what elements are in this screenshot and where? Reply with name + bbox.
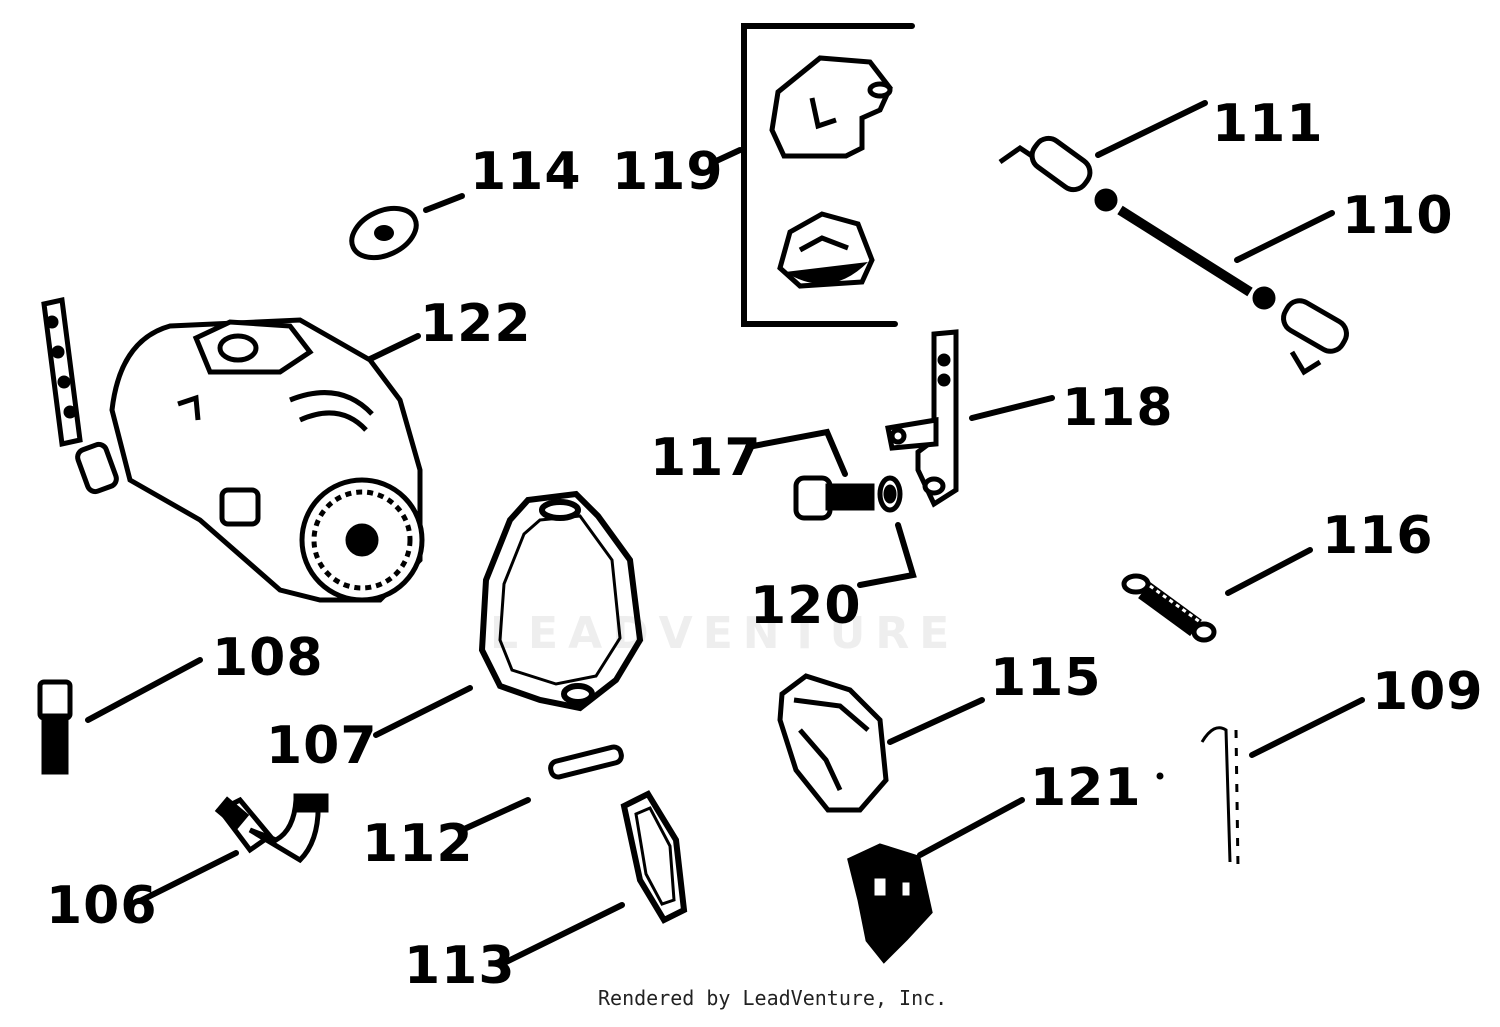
leader-122 — [365, 333, 421, 363]
leader-111 — [1095, 100, 1208, 158]
leader-lines — [85, 23, 1365, 968]
leader-106 — [139, 850, 239, 903]
leader-108 — [85, 657, 203, 723]
part-122-carburetor — [41, 296, 425, 603]
part-117-screw — [793, 475, 875, 521]
part-113-gasket — [620, 790, 688, 924]
part-119-nut — [777, 211, 875, 289]
part-112-pin — [548, 744, 624, 780]
part-114-washer — [349, 205, 419, 261]
callout-116: 116 — [1322, 506, 1434, 566]
callout-110: 110 — [1342, 186, 1454, 246]
part-107-gasket — [478, 490, 644, 712]
part-115-bowl — [777, 673, 889, 813]
callout-109: 109 — [1372, 662, 1484, 722]
leader-113 — [497, 902, 625, 968]
part-110-111-shaft — [998, 135, 1349, 376]
leader-121 — [917, 797, 1025, 858]
callout-118: 118 — [1062, 378, 1174, 438]
leader-119 — [711, 147, 743, 165]
bracket-119 — [741, 23, 915, 327]
part-106-elbow — [214, 793, 329, 864]
part-121-clip — [847, 843, 933, 964]
callout-115: 115 — [990, 648, 1102, 708]
callout-112: 112 — [362, 814, 474, 874]
callout-108: 108 — [212, 628, 324, 688]
callout-119: 119 — [612, 142, 724, 202]
leader-109 — [1249, 697, 1365, 758]
callout-106: 106 — [46, 876, 158, 936]
leader-114 — [423, 193, 465, 213]
callout-113: 113 — [404, 936, 516, 996]
part-118-lever — [885, 329, 959, 508]
leader-116 — [1225, 547, 1313, 596]
part-109-wire — [1156, 726, 1240, 869]
callout-117: 117 — [650, 428, 762, 488]
callout-121: 121 — [1030, 758, 1142, 818]
part-116-spring — [1121, 573, 1217, 643]
leader-110 — [1234, 210, 1335, 263]
callout-107: 107 — [266, 716, 378, 776]
leader-112 — [459, 797, 531, 833]
watermark-text: LEADVENTURE — [490, 608, 960, 659]
leader-118 — [969, 395, 1055, 421]
callout-111: 111 — [1212, 94, 1324, 154]
part-119-clamp — [769, 55, 893, 159]
render-credit: Rendered by LeadVenture, Inc. — [598, 986, 948, 1010]
callout-114: 114 — [470, 142, 582, 202]
part-108-fitting — [37, 679, 73, 775]
callout-122: 122 — [420, 294, 532, 354]
callout-120: 120 — [750, 576, 862, 636]
leader-117 — [745, 428, 848, 477]
part-120-washer — [877, 475, 903, 513]
leader-107 — [373, 685, 473, 738]
leader-115 — [887, 697, 985, 745]
leader-120 — [857, 522, 917, 588]
